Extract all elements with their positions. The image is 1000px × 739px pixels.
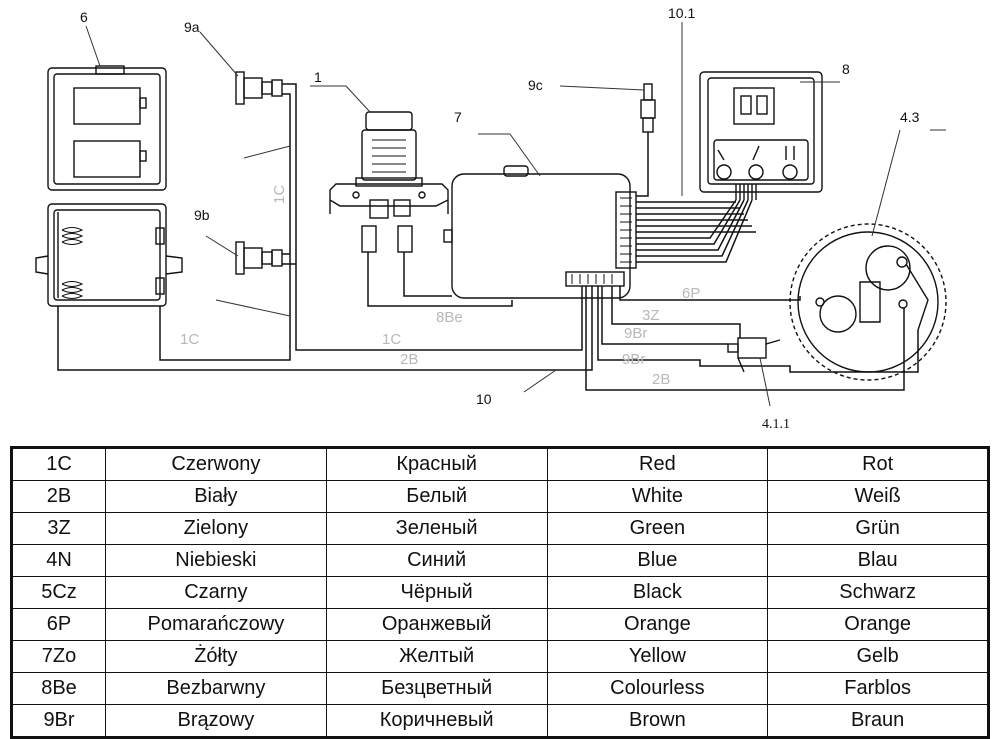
legend-cell-russian: Оранжевый	[325, 608, 548, 641]
legend-cell-code: 2B	[11, 480, 106, 513]
switch-9b	[235, 241, 283, 275]
legend-cell-polish: Niebieski	[105, 544, 327, 577]
legend-cell-polish: Biały	[105, 480, 327, 513]
legend-cell-polish: Czerwony	[105, 447, 327, 481]
legend-cell-code: 8Be	[11, 672, 106, 705]
legend-cell-german: Grün	[767, 512, 989, 545]
legend-cell-polish: Pomarańczowy	[105, 608, 327, 641]
control-unit	[443, 165, 637, 299]
legend-cell-polish: Czarny	[105, 576, 327, 609]
valve-unit	[329, 111, 449, 253]
legend-cell-code: 4N	[11, 544, 106, 577]
tank-gauge	[789, 223, 947, 381]
legend-cell-german: Braun	[767, 704, 989, 738]
label-4-3: 4.3	[900, 109, 920, 125]
legend-cell-german: Farblos	[767, 672, 989, 705]
legend-cell-german: Schwarz	[767, 576, 989, 609]
legend-cell-english: Red	[546, 447, 769, 481]
wire-label-9br-upper: 9Br	[624, 325, 647, 342]
legend-cell-german: Rot	[767, 447, 989, 481]
label-6: 6	[80, 9, 88, 25]
label-1: 1	[314, 69, 322, 85]
label-9b: 9b	[194, 207, 210, 223]
legend-cell-russian: Красный	[325, 447, 548, 481]
legend-cell-russian: Коричневый	[325, 704, 548, 738]
legend-cell-code: 3Z	[11, 512, 106, 545]
legend-cell-english: Yellow	[546, 640, 769, 673]
wire-label-1c-vertical: 1C	[271, 185, 288, 204]
switch-9a	[235, 71, 283, 105]
legend-cell-russian: Чёрный	[325, 576, 548, 609]
legend-cell-russian: Белый	[325, 480, 548, 513]
legend-cell-english: Green	[546, 512, 769, 545]
battery-box	[35, 65, 183, 307]
legend-cell-code: 1C	[11, 447, 106, 481]
legend-cell-code: 9Br	[11, 704, 106, 738]
wire-label-2b-mid: 2B	[400, 351, 418, 368]
switch-4-1-1	[727, 337, 781, 373]
wire-label-6p: 6P	[682, 285, 700, 302]
legend-cell-code: 7Zo	[11, 640, 106, 673]
wire-label-9br-lower: 9Br	[622, 351, 645, 368]
label-10-1: 10.1	[668, 5, 695, 21]
legend-cell-english: Black	[546, 576, 769, 609]
legend-cell-german: Gelb	[767, 640, 989, 673]
legend-cell-russian: Зеленый	[325, 512, 548, 545]
wire-label-1c-left: 1C	[180, 331, 199, 348]
legend-cell-code: 6P	[11, 608, 106, 641]
legend-cell-english: White	[546, 480, 769, 513]
label-10: 10	[476, 391, 492, 407]
legend-cell-german: Blau	[767, 544, 989, 577]
leader-lines	[85, 22, 946, 407]
legend-cell-russian: Желтый	[325, 640, 548, 673]
legend-cell-russian: Безцветный	[325, 672, 548, 705]
label-7: 7	[454, 109, 462, 125]
sensor-9c	[640, 83, 656, 133]
legend-cell-polish: Brązowy	[105, 704, 327, 738]
display-panel	[699, 71, 823, 200]
legend-cell-polish: Zielony	[105, 512, 327, 545]
label-4-1-1: 4.1.1	[762, 417, 790, 432]
legend-cell-english: Blue	[546, 544, 769, 577]
wire-label-2b-right: 2B	[652, 371, 670, 388]
legend-cell-german: Orange	[767, 608, 989, 641]
legend-cell-code: 5Cz	[11, 576, 106, 609]
legend-cell-polish: Bezbarwny	[105, 672, 327, 705]
legend-cell-german: Weiß	[767, 480, 989, 513]
legend-cell-polish: Żółty	[105, 640, 327, 673]
legend-cell-english: Brown	[546, 704, 769, 738]
legend-cell-english: Orange	[546, 608, 769, 641]
label-8: 8	[842, 61, 850, 77]
legend-cell-english: Colourless	[546, 672, 769, 705]
wire-label-3z: 3Z	[642, 307, 660, 324]
wire-label-1c-mid: 1C	[382, 331, 401, 348]
wiring-diagram: 6 9a 1 10.1 9c 8 7 4.3 9b 10 4.1.1 1C 1C…	[35, 5, 947, 432]
label-9a: 9a	[184, 19, 200, 35]
wire-harness	[57, 83, 919, 391]
label-9c: 9c	[528, 77, 543, 93]
legend-cell-russian: Синий	[325, 544, 548, 577]
wire-label-8be: 8Be	[436, 309, 463, 326]
